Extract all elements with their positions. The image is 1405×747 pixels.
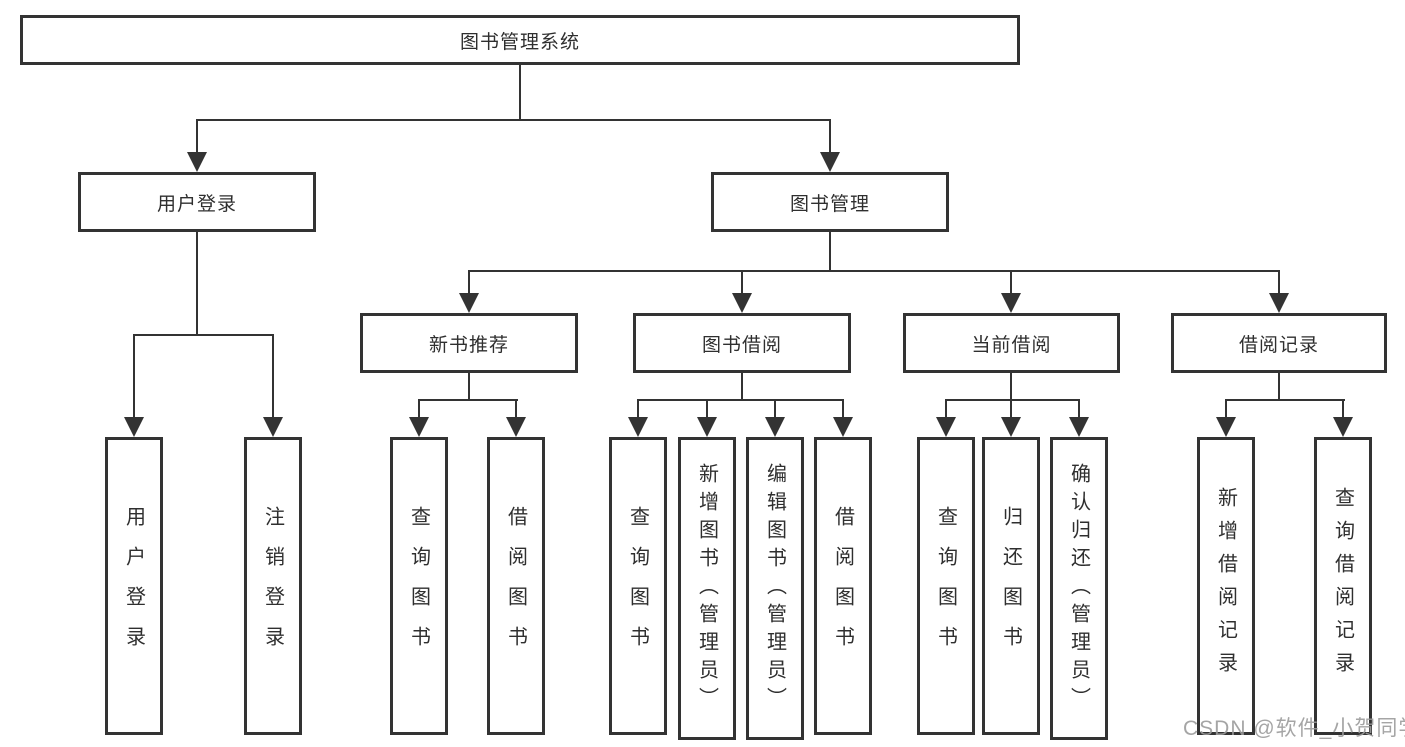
connector-line xyxy=(1278,373,1280,401)
watermark: CSDN @软件_小贺同学 xyxy=(1183,717,1405,740)
connector-line xyxy=(774,399,776,426)
leaf-confirm-return-admin: 确认归还（管理员） xyxy=(1050,437,1108,740)
connector-arrow xyxy=(628,417,648,437)
node-book-borrow: 图书借阅 xyxy=(633,313,851,373)
connector-line xyxy=(196,119,198,161)
connector-arrow xyxy=(765,417,785,437)
node-user-login: 用户登录 xyxy=(78,172,316,232)
connector-arrow xyxy=(732,293,752,313)
leaf-borrow-books-borrow: 借阅图书 xyxy=(814,437,872,735)
connector-line xyxy=(1010,270,1012,302)
leaf-add-book-admin: 新增图书（管理员） xyxy=(678,437,736,740)
connector-line xyxy=(468,270,1280,272)
connector-line xyxy=(945,399,947,426)
leaf-return-book: 归还图书 xyxy=(982,437,1040,735)
connector-line xyxy=(842,399,844,426)
connector-line xyxy=(1278,270,1280,302)
connector-line xyxy=(1078,399,1080,426)
connector-line xyxy=(468,373,470,401)
connector-arrow xyxy=(1269,293,1289,313)
connector-line xyxy=(272,334,274,426)
connector-arrow xyxy=(1001,293,1021,313)
leaf-add-borrow-record: 新增借阅记录 xyxy=(1197,437,1255,735)
connector-line xyxy=(468,270,470,302)
leaf-edit-book-admin: 编辑图书（管理员） xyxy=(746,437,804,740)
connector-line xyxy=(1225,399,1345,401)
connector-line xyxy=(519,65,521,121)
connector-line xyxy=(133,334,135,426)
leaf-query-books-borrow: 查询图书 xyxy=(609,437,667,735)
connector-arrow xyxy=(1333,417,1353,437)
connector-line xyxy=(829,119,831,161)
connector-arrow xyxy=(833,417,853,437)
connector-line xyxy=(418,399,518,401)
node-borrow-records: 借阅记录 xyxy=(1171,313,1387,373)
connector-arrow xyxy=(936,417,956,437)
connector-arrow xyxy=(820,152,840,172)
connector-line xyxy=(829,232,831,272)
node-new-book-recommend: 新书推荐 xyxy=(360,313,578,373)
connector-line xyxy=(1010,399,1012,426)
leaf-query-books-recommend: 查询图书 xyxy=(390,437,448,735)
leaf-query-borrow-record: 查询借阅记录 xyxy=(1314,437,1372,735)
connector-arrow xyxy=(409,417,429,437)
node-book-mgmt: 图书管理 xyxy=(711,172,949,232)
connector-line xyxy=(196,232,198,336)
node-current-borrow: 当前借阅 xyxy=(903,313,1120,373)
connector-line xyxy=(741,373,743,401)
leaf-borrow-books-recommend: 借阅图书 xyxy=(487,437,545,735)
connector-arrow xyxy=(1001,417,1021,437)
connector-line xyxy=(418,399,420,426)
connector-line xyxy=(1010,373,1012,401)
connector-line xyxy=(706,399,708,426)
connector-arrow xyxy=(1216,417,1236,437)
connector-arrow xyxy=(459,293,479,313)
connector-arrow xyxy=(506,417,526,437)
connector-arrow xyxy=(124,417,144,437)
connector-line xyxy=(515,399,517,426)
connector-line xyxy=(1342,399,1344,426)
leaf-query-books-current: 查询图书 xyxy=(917,437,975,735)
node-root: 图书管理系统 xyxy=(20,15,1020,65)
connector-line xyxy=(637,399,844,401)
leaf-user-login: 用户登录 xyxy=(105,437,163,735)
connector-arrow xyxy=(263,417,283,437)
connector-arrow xyxy=(697,417,717,437)
connector-line xyxy=(133,334,274,336)
connector-arrow xyxy=(187,152,207,172)
connector-line xyxy=(1225,399,1227,426)
leaf-logout: 注销登录 xyxy=(244,437,302,735)
connector-line xyxy=(945,399,1080,401)
connector-line xyxy=(637,399,639,426)
connector-line xyxy=(196,119,831,121)
connector-line xyxy=(741,270,743,302)
connector-arrow xyxy=(1069,417,1089,437)
